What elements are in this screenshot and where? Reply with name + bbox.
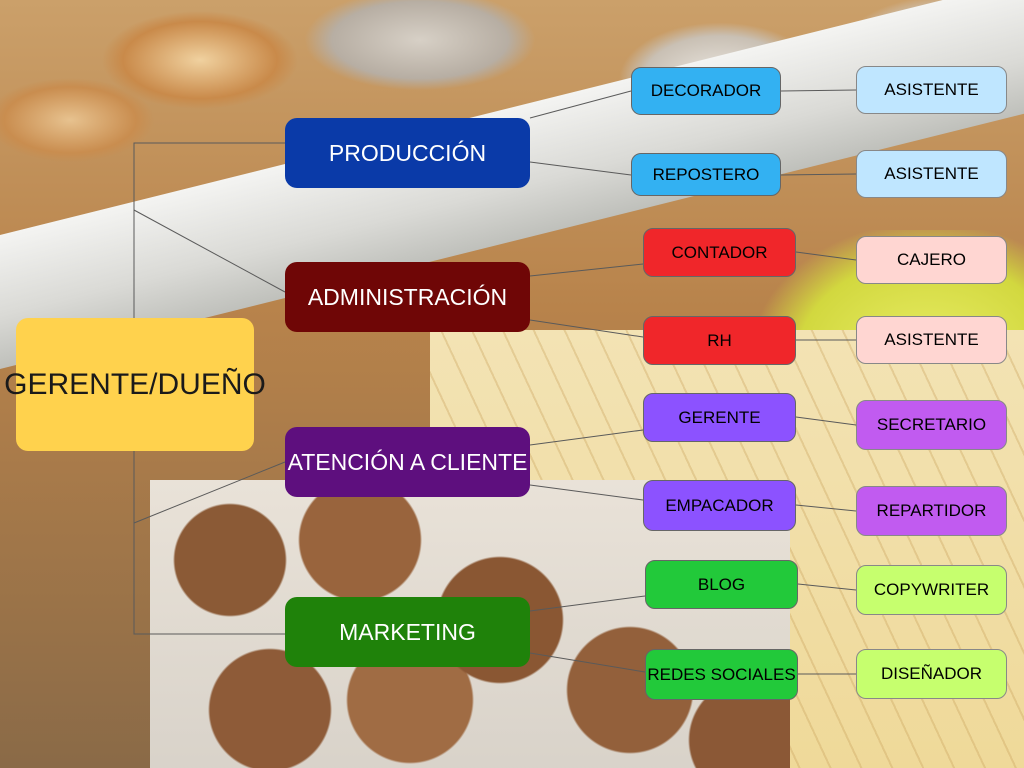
blog-label: BLOG (697, 574, 746, 594)
atencion-to-gerente-line (529, 429, 644, 446)
asistente-rh-node: ASISTENTE (856, 316, 1007, 364)
repostero-node: REPOSTERO (631, 153, 781, 196)
copywriter-node: COPYWRITER (856, 565, 1007, 615)
gerente-to-secretario-line (795, 416, 857, 426)
repostero-label: REPOSTERO (652, 164, 760, 184)
repartidor-label: REPARTIDOR (876, 501, 987, 520)
root-to-atencion-line (133, 461, 286, 524)
administracion-label: ADMINISTRACIÓN (307, 283, 508, 310)
marketing-to-redes-line (529, 652, 646, 673)
marketing-node: MARKETING (285, 597, 530, 667)
rh-node: RH (643, 316, 796, 365)
gerente-node: GERENTE (643, 393, 796, 442)
asistente-repostero-node: ASISTENTE (856, 150, 1007, 198)
root-to-produccion-line (133, 142, 285, 318)
empacador-node: EMPACADOR (643, 480, 796, 531)
administracion-to-rh-line (529, 319, 644, 338)
produccion-label: PRODUCCIÓN (328, 139, 487, 166)
secretario-node: SECRETARIO (856, 400, 1007, 450)
cajero-node: CAJERO (856, 236, 1007, 284)
blog-to-copywriter-line (797, 583, 857, 591)
root-to-administracion-line (133, 209, 286, 293)
decorador-node: DECORADOR (631, 67, 781, 115)
cajero-label: CAJERO (897, 250, 966, 269)
asistente-decorador-node: ASISTENTE (856, 66, 1007, 114)
produccion-node: PRODUCCIÓN (285, 118, 530, 188)
gerente-dueno-node: GERENTE/DUEÑO (4, 318, 266, 451)
rh-label: RH (707, 330, 732, 350)
contador-node: CONTADOR (643, 228, 796, 277)
contador-to-cajero-line (795, 251, 857, 261)
marketing-label: MARKETING (339, 618, 476, 645)
atencion-a-cliente-node: ATENCIÓN A CLIENTE (285, 427, 530, 497)
disenador-node: DISEÑADOR (856, 649, 1007, 699)
gerente-dueno-label: GERENTE/DUEÑO (4, 367, 266, 401)
administracion-node: ADMINISTRACIÓN (285, 262, 530, 332)
root-to-marketing-line (133, 451, 285, 635)
decorador-to-asistente-line (780, 89, 857, 92)
asistente-repostero-label: ASISTENTE (884, 164, 979, 183)
blog-node: BLOG (645, 560, 798, 609)
produccion-to-repostero-line (529, 161, 632, 176)
secretario-label: SECRETARIO (876, 415, 987, 434)
repartidor-node: REPARTIDOR (856, 486, 1007, 536)
repostero-to-asistente-line (780, 173, 857, 176)
atencion-to-empacador-line (529, 484, 644, 501)
disenador-label: DISEÑADOR (880, 664, 983, 683)
gerente-label: GERENTE (678, 407, 761, 427)
atencion-a-cliente-label: ATENCIÓN A CLIENTE (287, 448, 528, 475)
administracion-to-contador-line (529, 263, 644, 277)
empacador-to-repartidor-line (795, 504, 857, 512)
decorador-label: DECORADOR (650, 81, 762, 100)
redes-sociales-label: REDES SOCIALES (647, 664, 796, 684)
redes-sociales-node: REDES SOCIALES (645, 649, 798, 700)
empacador-label: EMPACADOR (665, 495, 774, 515)
marketing-to-blog-line (529, 595, 646, 612)
copywriter-label: COPYWRITER (873, 580, 990, 599)
contador-label: CONTADOR (671, 242, 768, 262)
asistente-decorador-label: ASISTENTE (884, 80, 979, 99)
produccion-to-decorador-line (529, 90, 632, 119)
asistente-rh-label: ASISTENTE (884, 330, 979, 349)
